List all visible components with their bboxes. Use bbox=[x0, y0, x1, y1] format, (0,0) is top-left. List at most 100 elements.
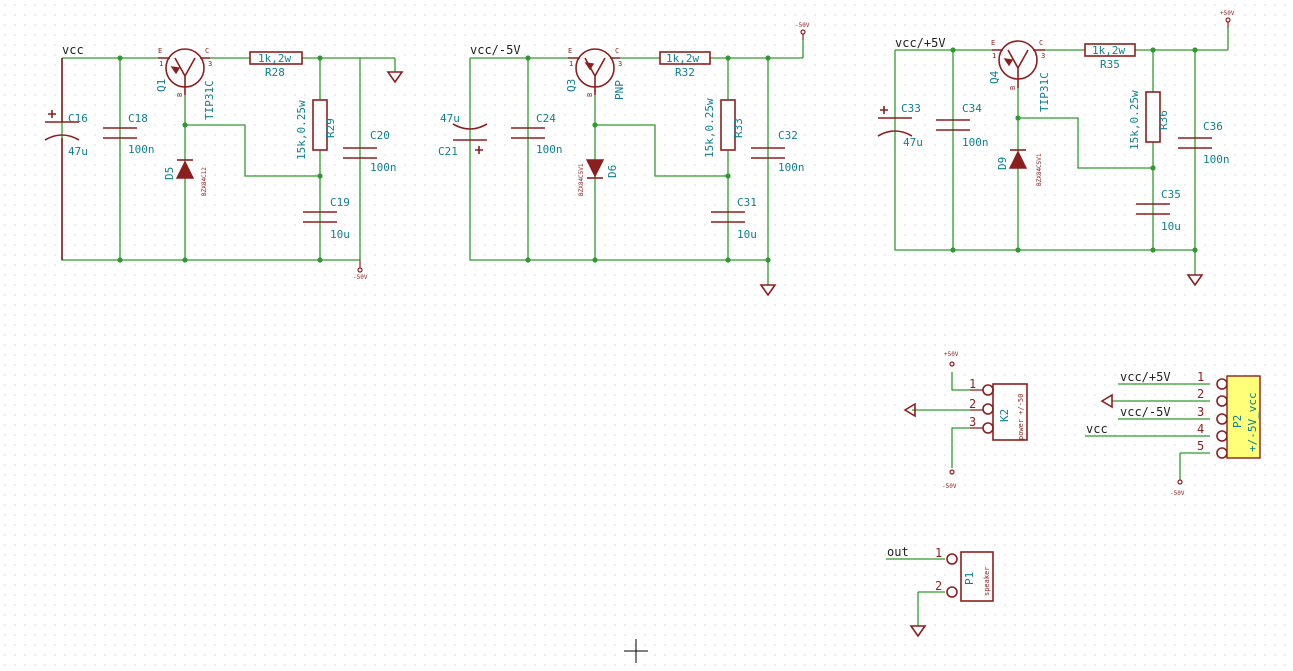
c21-value: 47u bbox=[440, 112, 460, 125]
p1-ref: P1 bbox=[963, 572, 976, 585]
c36-ref: C36 bbox=[1203, 120, 1223, 133]
power-m50-label: -50V bbox=[795, 22, 810, 29]
net-label-vcc-minus5: vcc/-5V bbox=[470, 43, 521, 57]
pin-e-label: E bbox=[568, 47, 572, 55]
r36-ref: R36 bbox=[1157, 110, 1170, 130]
power-m50-label: -50V bbox=[1170, 490, 1185, 497]
k2-pin-1: 1 bbox=[969, 377, 976, 391]
capacitor-c36[interactable]: C36 100n bbox=[1178, 120, 1230, 166]
q4-value: TIP31C bbox=[1038, 72, 1051, 112]
resistor-r32[interactable]: 1k,2w R32 bbox=[659, 51, 711, 79]
p2-pin-5: 5 bbox=[1197, 439, 1204, 453]
q3-value: PNP bbox=[613, 80, 626, 100]
c20-ref: C20 bbox=[370, 129, 390, 142]
d5-value: BZX84C12 bbox=[201, 167, 208, 196]
capacitor-c35[interactable]: C35 10u bbox=[1136, 188, 1181, 233]
power-flag-minus50: -50V bbox=[353, 260, 368, 281]
c33-value: 47u bbox=[903, 136, 923, 149]
pin-b-label: B bbox=[586, 93, 594, 97]
power-m50-label: -50V bbox=[942, 483, 957, 490]
pin-c-label: C bbox=[615, 47, 619, 55]
c18-ref: C18 bbox=[128, 112, 148, 125]
capacitor-c16[interactable]: C16 47u bbox=[44, 58, 88, 260]
capacitor-c33[interactable]: C33 47u bbox=[877, 102, 923, 149]
capacitor-c24[interactable]: C24 100n bbox=[511, 112, 563, 156]
ground-symbol bbox=[909, 625, 927, 638]
transistor-q1[interactable]: E C 1 3 B Q1 TIP31C bbox=[155, 47, 216, 120]
resistor-r33[interactable]: R33 15k,0.25w bbox=[703, 98, 745, 158]
resistor-r28[interactable]: 1k,2w R28 bbox=[249, 51, 303, 79]
pin-b-label: B bbox=[1009, 86, 1017, 90]
capacitor-c31[interactable]: C31 10u bbox=[711, 196, 757, 241]
capacitor-c34[interactable]: C34 100n bbox=[936, 102, 989, 149]
c24-value: 100n bbox=[536, 143, 563, 156]
pin-e-label: E bbox=[158, 47, 162, 55]
capacitor-c21[interactable]: 47u C21 bbox=[438, 112, 488, 158]
p1-value: speaker bbox=[983, 566, 991, 596]
diode-d9[interactable]: D9 BZX84C5V1 bbox=[996, 149, 1043, 186]
c32-value: 100n bbox=[778, 161, 805, 174]
c16-value: 47u bbox=[68, 145, 88, 158]
connector-k2[interactable]: +50V -50V 1 2 3 K2 power +/-50 bbox=[903, 351, 1028, 490]
p2-pin-3: 3 bbox=[1197, 405, 1204, 419]
resistor-r36[interactable]: R36 15k,0.25w bbox=[1128, 90, 1170, 150]
r33-value: 15k,0.25w bbox=[703, 98, 716, 158]
r32-value: 1k,2w bbox=[666, 52, 699, 65]
resistor-r35[interactable]: 1k,2w R35 bbox=[1084, 43, 1136, 71]
power-m50-label: -50V bbox=[353, 274, 368, 281]
c34-value: 100n bbox=[962, 136, 989, 149]
d6-ref: D6 bbox=[606, 165, 619, 178]
diode-d5[interactable]: D5 BZX84C12 bbox=[163, 159, 208, 196]
d6-value: BZX84C5V1 bbox=[578, 163, 585, 196]
net-label-vcc-plus5: vcc/+5V bbox=[1120, 370, 1171, 384]
r28-ref: R28 bbox=[265, 66, 285, 79]
d5-ref: D5 bbox=[163, 167, 176, 180]
c19-ref: C19 bbox=[330, 196, 350, 209]
c31-value: 10u bbox=[737, 228, 757, 241]
pin-3-label: 3 bbox=[1041, 52, 1045, 60]
pin-e-label: E bbox=[991, 39, 995, 47]
crosshair-cursor-icon bbox=[624, 639, 648, 663]
p1-pin-1: 1 bbox=[935, 546, 942, 560]
pin-b-label: B bbox=[176, 93, 184, 97]
r36-value: 15k,0.25w bbox=[1128, 90, 1141, 150]
regulator-block-3: vcc/+5V E C 1 3 B Q4 TIP31C 1k,2w R35 R3… bbox=[877, 10, 1235, 287]
r29-value: 15k,0.25w bbox=[295, 100, 308, 160]
pin-c-label: C bbox=[205, 47, 209, 55]
c16-ref: C16 bbox=[68, 112, 88, 125]
power-p50-label: +50V bbox=[1220, 10, 1235, 17]
transistor-q3[interactable]: E C 1 3 B Q3 PNP bbox=[565, 47, 626, 100]
pin-1-label: 1 bbox=[992, 52, 996, 60]
transistor-q4[interactable]: E C 1 3 B Q4 TIP31C bbox=[988, 39, 1051, 112]
c21-ref: C21 bbox=[438, 145, 458, 158]
p2-pin-2: 2 bbox=[1197, 387, 1204, 401]
ground-symbol bbox=[759, 284, 777, 297]
r35-ref: R35 bbox=[1100, 58, 1120, 71]
capacitor-c18[interactable]: C18 100n bbox=[103, 112, 155, 156]
diode-d6[interactable]: D6 BZX84C5V1 bbox=[578, 159, 619, 196]
connector-p1[interactable]: out 1 2 P1 speaker bbox=[886, 545, 994, 638]
capacitor-c32[interactable]: C32 100n bbox=[751, 129, 805, 174]
power-flag-plus50: +50V bbox=[1220, 10, 1235, 28]
connector-p2[interactable]: -50V vcc/+5V vcc/-5V vcc 1 2 3 4 5 P2 +/… bbox=[1085, 370, 1261, 497]
r32-ref: R32 bbox=[675, 66, 695, 79]
net-label-vcc: vcc bbox=[62, 43, 84, 57]
capacitor-c20[interactable]: C20 100n bbox=[343, 129, 397, 174]
r28-value: 1k,2w bbox=[258, 52, 291, 65]
k2-ref: K2 bbox=[998, 409, 1011, 422]
regulator-block-1: vcc E C 1 3 B Q1 TIP31C 1k,2w R28 R29 15… bbox=[44, 43, 404, 281]
d9-value: BZX84C5V1 bbox=[1036, 153, 1043, 186]
pin-3-label: 3 bbox=[618, 60, 622, 68]
c24-ref: C24 bbox=[536, 112, 556, 125]
c19-value: 10u bbox=[330, 228, 350, 241]
capacitor-c19[interactable]: C19 10u bbox=[303, 196, 350, 241]
k2-pin-3: 3 bbox=[969, 415, 976, 429]
q3-ref: Q3 bbox=[565, 79, 578, 92]
c34-ref: C34 bbox=[962, 102, 982, 115]
d9-ref: D9 bbox=[996, 157, 1009, 170]
c18-value: 100n bbox=[128, 143, 155, 156]
p2-pin-4: 4 bbox=[1197, 422, 1204, 436]
resistor-r29[interactable]: R29 15k,0.25w bbox=[295, 99, 337, 160]
power-p50-label: +50V bbox=[944, 351, 959, 358]
